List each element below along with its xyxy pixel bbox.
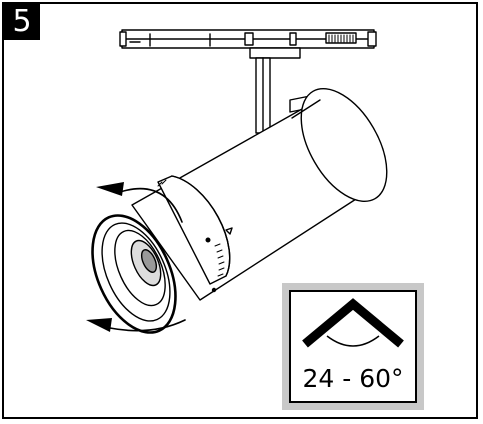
beam-angle-panel: 24 - 60° [282,283,424,410]
front-bezel [91,214,177,334]
rotation-arrow-top [96,182,183,223]
step-number-badge: 5 [4,4,40,40]
beam-angle-icon [302,298,404,348]
track-rail [119,29,377,59]
spotlight-body [131,87,388,301]
beam-angle-range-label: 24 - 60° [302,364,404,393]
zoom-ring [157,175,233,293]
rotation-arrow-bottom [86,318,186,332]
